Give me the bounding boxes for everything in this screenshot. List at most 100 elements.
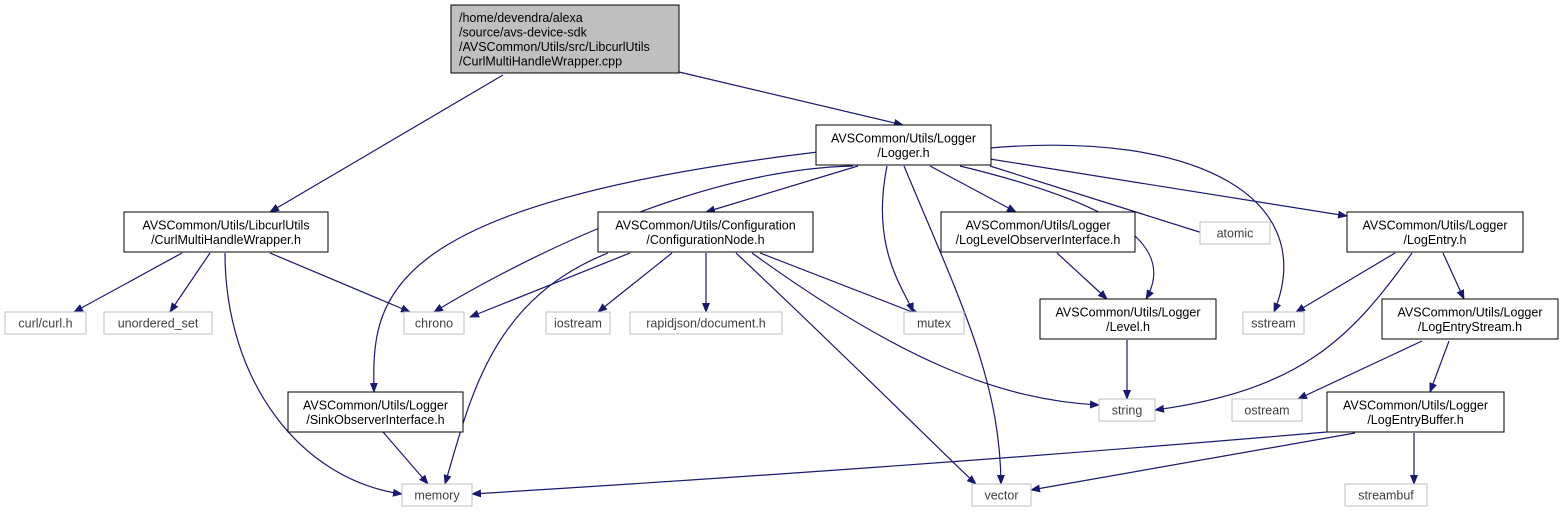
node-label-line: AVSCommon/Utils/Configuration: [615, 218, 795, 232]
edge-confnode-to-string: [751, 252, 1100, 409]
edge-logger-to-mutex: [881, 165, 914, 313]
node-label-line: /CurlMultiHandleWrapper.h: [151, 233, 301, 247]
node-label-line: AVSCommon/Utils/Logger: [1056, 305, 1201, 319]
node-atomic[interactable]: atomic: [1199, 221, 1271, 245]
node-label-line: AVSCommon/Utils/Logger: [1398, 305, 1543, 319]
node-logentrystream[interactable]: AVSCommon/Utils/Logger/LogEntryStream.h: [1381, 298, 1559, 340]
node-label-line: AVSCommon/Utils/Logger: [831, 131, 976, 145]
edge-loglevelobs-to-level: [1056, 252, 1108, 300]
edge-logger-to-confnode: [705, 165, 859, 214]
edge-logger-to-sinkobs: [369, 151, 819, 393]
edge-logentrybuffer-to-vector: [1030, 432, 1356, 493]
node-box: [1381, 298, 1559, 340]
edge-logentry-to-sstream: [1295, 252, 1396, 313]
node-box: [815, 124, 992, 166]
node-label-line: chrono: [415, 317, 453, 331]
node-loglevelobs[interactable]: AVSCommon/Utils/Logger/LogLevelObserverI…: [940, 211, 1136, 253]
node-label-line: /LogEntryStream.h: [1418, 320, 1522, 334]
node-box: [450, 4, 680, 74]
node-logger[interactable]: AVSCommon/Utils/Logger/Logger.h: [815, 124, 992, 166]
node-label-line: /source/avs-device-sdk: [459, 25, 588, 39]
node-label-line: AVSCommon/Utils/Logger: [1363, 218, 1508, 232]
edge-logger-to-sstream: [989, 144, 1285, 313]
node-curlwrap[interactable]: AVSCommon/Utils/LibcurlUtils/CurlMultiHa…: [123, 211, 329, 253]
node-label-line: sstream: [1251, 317, 1295, 331]
node-box: [629, 311, 783, 335]
node-label-line: AVSCommon/Utils/Logger: [303, 398, 448, 412]
node-box: [1242, 311, 1305, 335]
node-label-line: /home/devendra/alexa: [459, 11, 583, 25]
edge-logentrystream-to-logentrybuffer: [1429, 340, 1450, 393]
node-label-line: streambuf: [1358, 489, 1414, 503]
node-iostream[interactable]: iostream: [545, 311, 611, 335]
edge-logentrybuffer-to-memory: [471, 431, 1328, 498]
edge-logentry-to-string: [1154, 252, 1413, 413]
node-box: [287, 391, 464, 433]
edge-confnode-to-memory: [443, 252, 609, 485]
edge-confnode-to-mutex: [759, 252, 921, 316]
edge-sinkobs-to-memory: [382, 431, 429, 485]
node-label-line: mutex: [917, 317, 952, 331]
node-box: [971, 483, 1032, 507]
node-streambuf[interactable]: streambuf: [1344, 483, 1428, 507]
node-level[interactable]: AVSCommon/Utils/Logger/Level.h: [1039, 298, 1217, 340]
node-box: [1231, 398, 1303, 422]
edge-curlwrap-to-chrono: [269, 252, 411, 313]
node-box: [1344, 483, 1428, 507]
node-unordered-set[interactable]: unordered_set: [103, 311, 213, 335]
node-box: [1326, 391, 1505, 433]
node-label-line: AVSCommon/Utils/Logger: [1343, 398, 1488, 412]
node-label-line: AVSCommon/Utils/Logger: [966, 218, 1111, 232]
edge-root-to-logger: [678, 71, 904, 127]
edge-logger-to-atomic: [989, 165, 1213, 238]
node-box: [1039, 298, 1217, 340]
node-confnode[interactable]: AVSCommon/Utils/Configuration/Configurat…: [597, 211, 814, 253]
node-sinkobs[interactable]: AVSCommon/Utils/Logger/SinkObserverInter…: [287, 391, 464, 433]
node-mutex[interactable]: mutex: [903, 311, 965, 335]
node-ostream[interactable]: ostream: [1231, 398, 1303, 422]
node-label-line: atomic: [1217, 227, 1254, 241]
node-label-line: /AVSCommon/Utils/src/LibcurlUtils: [459, 40, 650, 54]
edge-curlwrap-to-curl: [73, 252, 183, 313]
node-box: [940, 211, 1136, 253]
node-sstream[interactable]: sstream: [1242, 311, 1305, 335]
node-chrono[interactable]: chrono: [403, 311, 465, 335]
node-label-line: /ConfigurationNode.h: [646, 233, 764, 247]
edge-curlwrap-to-unordered_set: [169, 252, 211, 313]
node-box: [4, 311, 87, 335]
node-root[interactable]: /home/devendra/alexa/source/avs-device-s…: [450, 4, 680, 74]
node-label-line: rapidjson/document.h: [646, 317, 766, 331]
node-label-line: /Logger.h: [877, 146, 929, 160]
node-rapidjson[interactable]: rapidjson/document.h: [629, 311, 783, 335]
edge-logger-to-vector: [903, 165, 1005, 485]
node-vector[interactable]: vector: [971, 483, 1032, 507]
node-label-line: memory: [414, 489, 460, 503]
node-string[interactable]: string: [1098, 398, 1156, 422]
node-label-line: AVSCommon/Utils/LibcurlUtils: [142, 218, 309, 232]
node-label-line: curl/curl.h: [18, 317, 72, 331]
node-label-line: string: [1112, 404, 1143, 418]
node-box: [545, 311, 611, 335]
node-label-line: /CurlMultiHandleWrapper.cpp: [459, 54, 622, 68]
edge-confnode-to-iostream: [597, 252, 673, 313]
edge-confnode-to-vector: [735, 252, 977, 485]
node-label-line: /SinkObserverInterface.h: [306, 413, 444, 427]
node-curl[interactable]: curl/curl.h: [4, 311, 87, 335]
node-label-line: ostream: [1244, 404, 1289, 418]
node-logentry[interactable]: AVSCommon/Utils/Logger/LogEntry.h: [1346, 211, 1524, 253]
node-box: [103, 311, 213, 335]
edge-logentrystream-to-ostream: [1297, 340, 1423, 400]
node-box: [1346, 211, 1524, 253]
node-box: [597, 211, 814, 253]
node-logentrybuffer[interactable]: AVSCommon/Utils/Logger/LogEntryBuffer.h: [1326, 391, 1505, 433]
node-box: [403, 311, 465, 335]
edge-logger-to-logentry: [989, 158, 1348, 219]
node-label-line: vector: [984, 489, 1018, 503]
node-label-line: /LogEntryBuffer.h: [1367, 413, 1463, 427]
node-memory[interactable]: memory: [401, 483, 473, 507]
node-box: [123, 211, 329, 253]
node-box: [401, 483, 473, 507]
node-box: [1098, 398, 1156, 422]
edge-logger-to-loglevelobs: [929, 165, 1017, 213]
